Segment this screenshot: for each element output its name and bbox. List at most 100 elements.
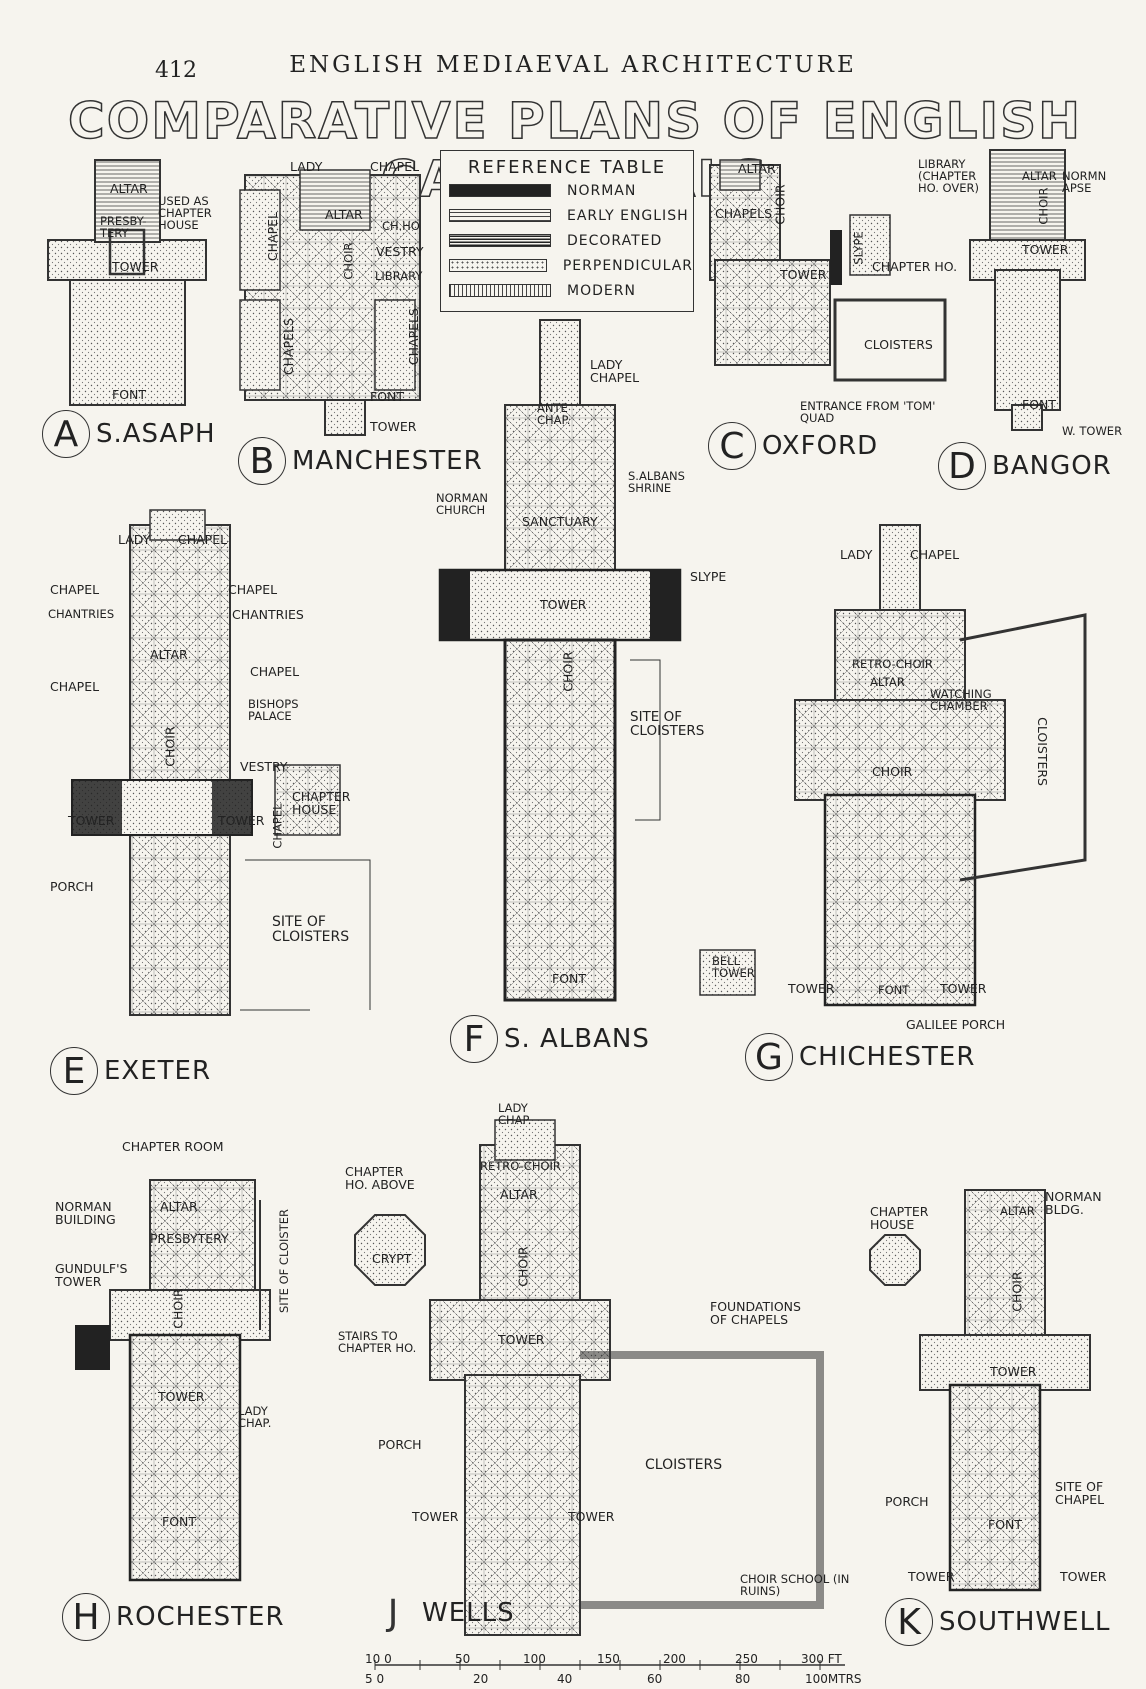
reference-row-perpendicular: PERPENDICULAR — [449, 253, 693, 278]
label-c-slype: SLYPE — [851, 231, 866, 265]
caption-a-name: S.ASAPH — [96, 419, 216, 449]
label-g-lady: LADY — [840, 547, 873, 562]
scale-metres-60: 60 — [647, 1672, 663, 1686]
reference-row-early-english: EARLY ENGLISH — [449, 203, 693, 228]
scale-feet-250: 250 — [735, 1652, 758, 1666]
label-k-altar: ALTAR — [1000, 1204, 1035, 1218]
label-e-chapel-top: CHAPEL — [178, 532, 228, 547]
label-e-lady: LADY — [118, 532, 151, 547]
label-a-altar: ALTAR — [110, 181, 148, 196]
caption-f-letter: F — [450, 1015, 498, 1063]
label-b-tower: TOWER — [370, 419, 417, 434]
label-h-lady-chap: LADY CHAP. — [238, 1404, 272, 1431]
label-b-lady: LADY — [290, 159, 323, 174]
reference-row-label: MODERN — [567, 282, 636, 299]
plan-b-manchester — [239, 169, 421, 436]
label-f-ante-chap: ANTE CHAP. — [537, 401, 571, 428]
label-f-norman-church: NORMAN CHURCH — [436, 491, 489, 518]
label-h-tower: TOWER — [158, 1389, 205, 1404]
label-f-site-of-cloisters: SITE OF CLOISTERS — [630, 709, 705, 740]
label-g-cloisters: CLOISTERS — [1035, 717, 1050, 786]
label-k-site-of-chapel: SITE OF CHAPEL — [1055, 1479, 1105, 1508]
label-d-norman-apse: NORMN APSE — [1062, 169, 1107, 196]
caption-b-letter: B — [238, 437, 286, 485]
plan-k-southwell — [869, 1189, 1091, 1592]
caption-d-letter: D — [938, 442, 986, 490]
reference-table-title: REFERENCE TABLE — [467, 157, 667, 178]
label-h-choir: CHOIR — [170, 1288, 186, 1329]
caption-h: H ROCHESTER — [62, 1593, 285, 1641]
caption-d: D BANGOR — [938, 442, 1112, 490]
reference-row-label: NORMAN — [567, 182, 637, 199]
label-c-chapter-ho: CHAPTER HO. — [872, 259, 958, 274]
early-english-swatch — [449, 209, 551, 222]
label-g-tower-right: TOWER — [940, 981, 987, 996]
label-e-chantries-right: CHANTRIES — [232, 607, 304, 622]
label-b-altar: ALTAR — [325, 207, 363, 222]
label-j-choir: CHOIR — [515, 1246, 531, 1287]
label-a-font: FONT — [112, 387, 147, 402]
label-h-chapter-room: CHAPTER ROOM — [122, 1139, 224, 1154]
reference-table: REFERENCE TABLE NORMAN EARLY ENGLISH DEC… — [440, 150, 694, 312]
caption-f: F S. ALBANS — [450, 1015, 650, 1063]
label-k-choir: CHOIR — [1009, 1271, 1025, 1312]
caption-c-name: OXFORD — [762, 431, 879, 461]
label-b-chapel-side: CHAPEL — [264, 212, 280, 262]
label-j-chapter-ho-above: CHAPTER HO. ABOVE — [345, 1164, 415, 1193]
label-b-chapel-top: CHAPEL — [370, 159, 420, 174]
caption-d-name: BANGOR — [992, 451, 1112, 481]
label-e-chapter-house: CHAPTER HOUSE — [292, 789, 351, 818]
scale-feet-150: 150 — [597, 1652, 620, 1666]
reference-row-modern: MODERN — [449, 278, 693, 303]
label-k-norman-bldg: NORMAN BLDG. — [1045, 1189, 1102, 1218]
label-d-library: LIBRARY (CHAPTER HO. OVER) — [918, 157, 980, 196]
label-d-choir: CHOIR — [1036, 187, 1051, 225]
caption-e-name: EXETER — [104, 1056, 212, 1086]
label-g-choir: CHOIR — [872, 764, 913, 779]
label-k-chapter-house: CHAPTER HOUSE — [870, 1204, 929, 1233]
plan-c-oxford — [709, 159, 947, 382]
label-g-altar: ALTAR — [870, 675, 905, 689]
label-j-stairs-to-chapter-ho: STAIRS TO CHAPTER HO. — [338, 1329, 417, 1356]
plan-j-wells — [354, 1119, 824, 1636]
caption-c-letter: C — [708, 422, 756, 470]
label-j-tower-left: TOWER — [412, 1509, 459, 1524]
scale-metres-100: 100MTRS — [805, 1672, 862, 1686]
label-h-altar: ALTAR — [160, 1199, 198, 1214]
label-e-porch: PORCH — [50, 879, 94, 894]
label-j-cloisters: CLOISTERS — [645, 1457, 723, 1473]
label-e-bishops-palace: BISHOPS PALACE — [248, 697, 299, 724]
label-d-tower: TOWER — [1022, 242, 1069, 257]
label-e-chapel-mid: CHAPEL — [250, 664, 300, 679]
caption-g-letter: G — [745, 1033, 793, 1081]
label-c-choir: CHOIR — [772, 184, 788, 225]
perpendicular-swatch — [449, 259, 547, 272]
label-c-chapels: CHAPELS — [715, 206, 773, 221]
plan-a-s-asaph — [47, 159, 207, 406]
plan-g-chichester — [699, 524, 1087, 1007]
label-g-watching-chamber: WATCHING CHAMBER — [930, 687, 992, 714]
label-a-tower: TOWER — [112, 259, 159, 274]
label-g-bell-tower: BELL TOWER — [712, 954, 755, 981]
label-f-slype: SLYPE — [690, 569, 727, 584]
caption-g: G CHICHESTER — [745, 1033, 975, 1081]
scale-metres-20: 20 — [473, 1672, 489, 1686]
scale-feet-300: 300 FT — [801, 1652, 842, 1666]
label-c-cloisters: CLOISTERS — [864, 337, 933, 352]
label-f-font: FONT — [552, 971, 587, 986]
caption-g-name: CHICHESTER — [799, 1042, 976, 1072]
label-b-font: FONT — [370, 389, 405, 404]
label-g-galilee-porch: GALILEE PORCH — [906, 1017, 1006, 1032]
caption-j-letter: J — [370, 1590, 416, 1636]
label-a-chapter-house: USED AS CHAPTER HOUSE — [158, 194, 212, 233]
reference-row-label: PERPENDICULAR — [562, 257, 693, 274]
label-j-altar: ALTAR — [500, 1187, 538, 1202]
label-e-chapel-left: CHAPEL — [50, 582, 100, 597]
scale-metres-0: 5 0 — [365, 1672, 385, 1686]
scale-feet-0: 10 0 — [365, 1652, 392, 1666]
label-g-tower-left: TOWER — [788, 981, 835, 996]
label-c-entrance: ENTRANCE FROM 'TOM' QUAD — [800, 399, 936, 426]
label-k-tower-left: TOWER — [908, 1569, 955, 1584]
label-j-tower-crossing: TOWER — [498, 1332, 545, 1347]
caption-h-letter: H — [62, 1593, 110, 1641]
